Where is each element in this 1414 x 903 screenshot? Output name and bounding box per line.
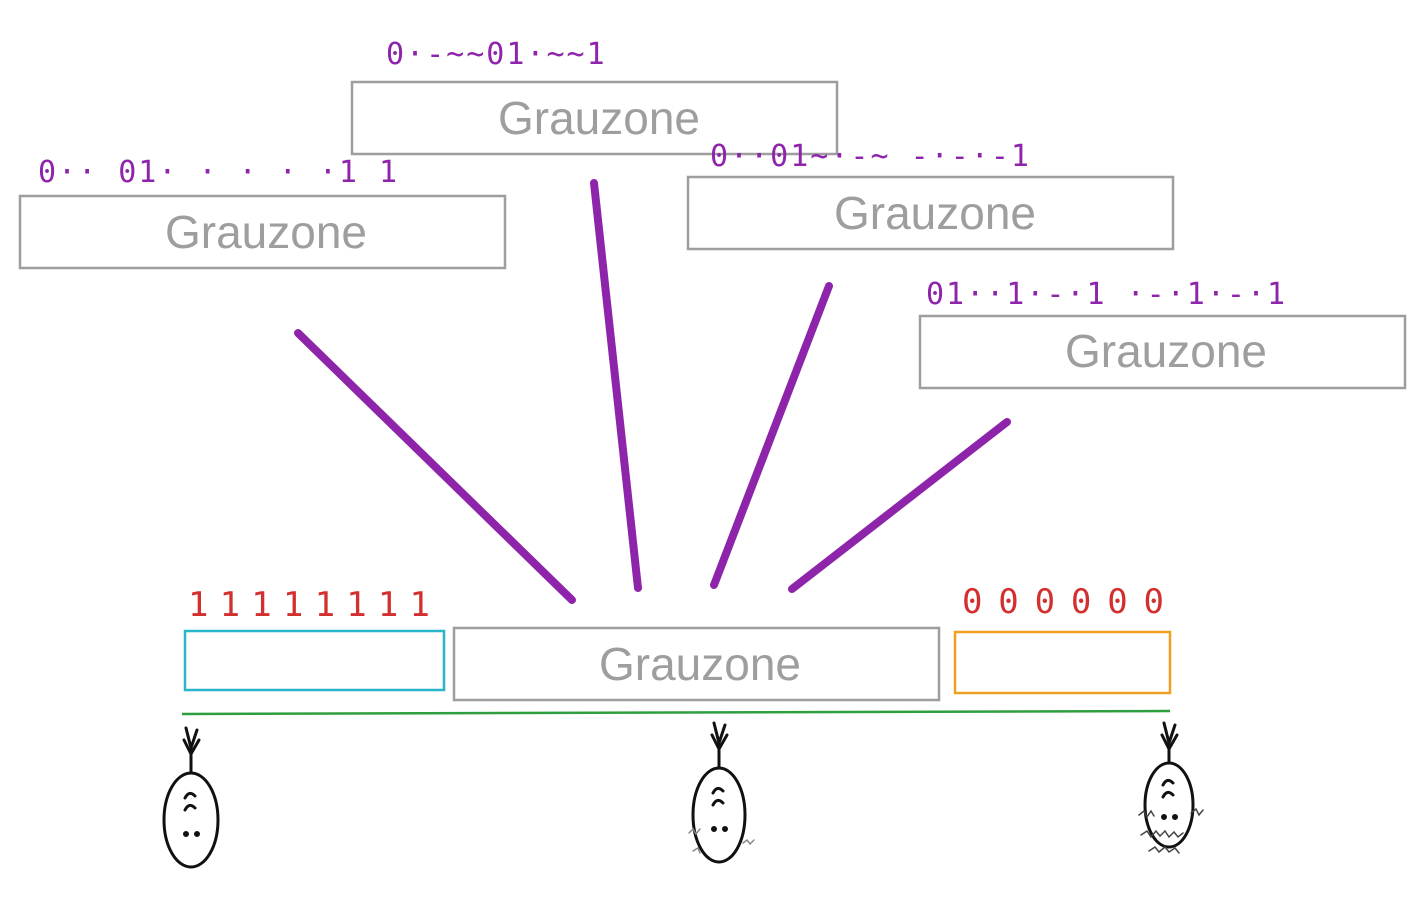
grauzone-label: Grauzone [834, 187, 1036, 239]
bit-sequence: 01··1·-·1 ·-·1·-·1 [926, 277, 1287, 312]
grauzone-box-top-right: Grauzone 0··01~·-~ -·-·-1 [686, 139, 1175, 251]
grauzone-box-top-center: Grauzone 0·-~~01·~~1 [350, 37, 839, 156]
grauzone-label: Grauzone [165, 206, 367, 258]
bit-sequence: 0·· 01· · · · ·1 1 [38, 155, 399, 190]
grauzone-label: Grauzone [498, 92, 700, 144]
connector-right [788, 418, 1011, 593]
right-zeros-box: 000000 [953, 582, 1172, 695]
grauzone-box-top-left: Grauzone 0·· 01· · · · ·1 1 [18, 155, 507, 270]
connector-top-left [294, 329, 576, 604]
connector-lines [294, 179, 1011, 604]
grauzone-box-right: Grauzone 01··1·-·1 ·-·1·-·1 [918, 277, 1407, 390]
connector-top-right [710, 282, 833, 589]
person-face-icon [162, 726, 220, 869]
connector-top-center [590, 179, 642, 592]
grauzone-box-bottom-center: Grauzone [452, 626, 941, 702]
grauzone-label: Grauzone [599, 638, 801, 690]
grauzone-label: Grauzone [1065, 325, 1267, 377]
left-ones-box: 11111111 [183, 585, 446, 692]
zeros-sequence: 000000 [962, 582, 1166, 622]
person-face-icon [1138, 721, 1204, 854]
bit-sequence: 0··01~·-~ -·-·-1 [710, 139, 1031, 174]
person-face-icon [688, 721, 755, 864]
bit-sequence: 0·-~~01·~~1 [386, 37, 607, 72]
baseline [181, 709, 1171, 716]
ones-sequence: 11111111 [188, 585, 432, 625]
